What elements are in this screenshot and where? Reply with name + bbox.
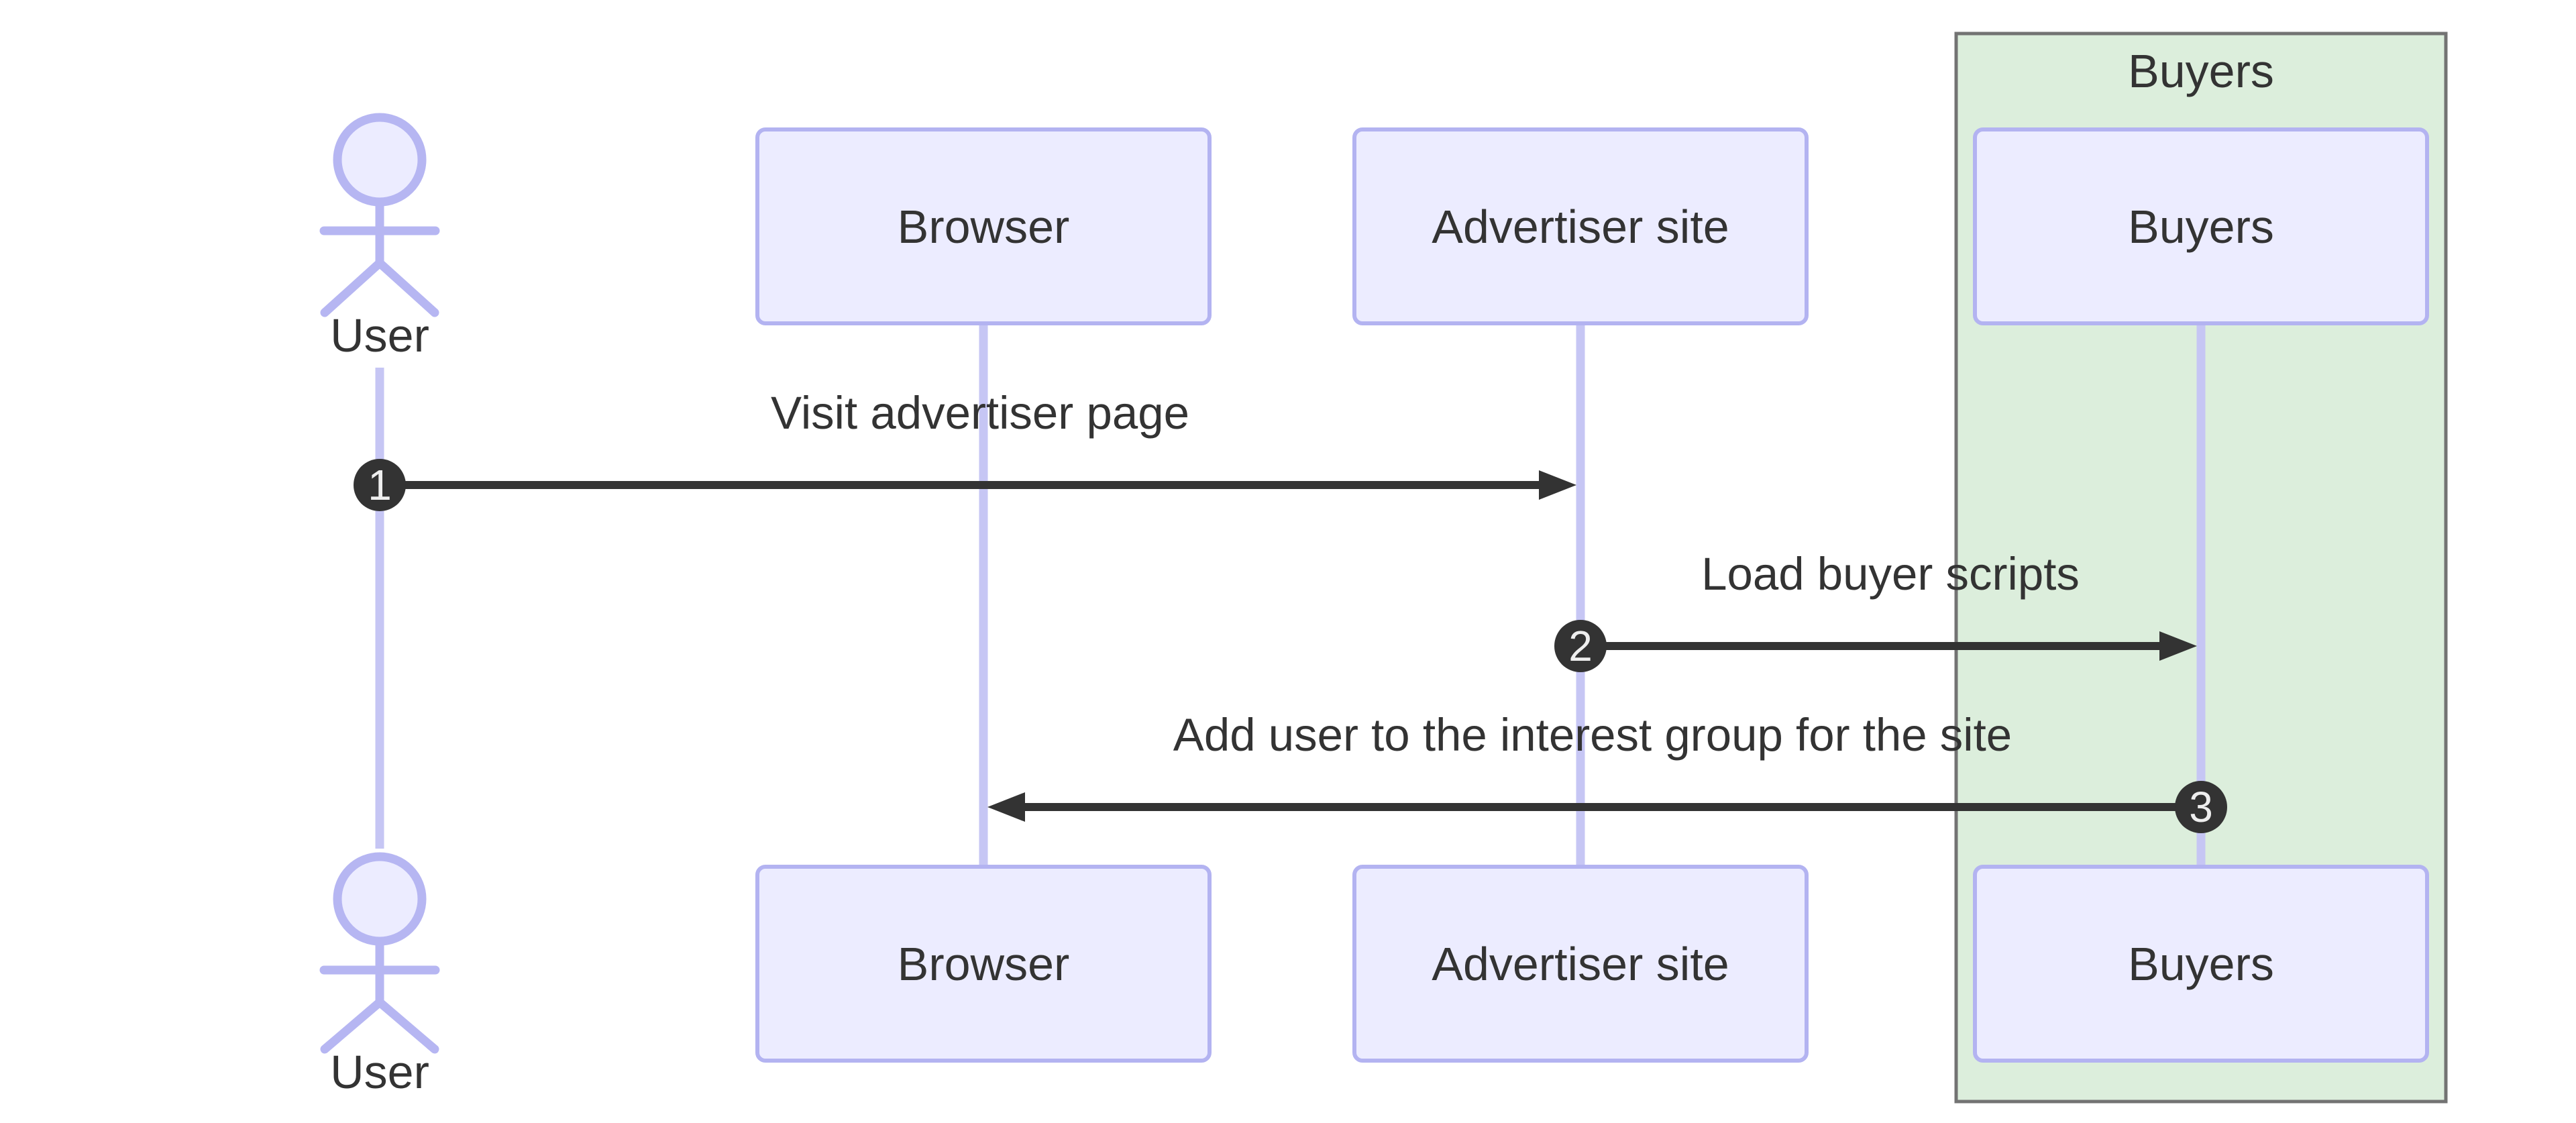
message-3-number-badge: [2175, 781, 2227, 833]
participant-advertiser-box-top: [1352, 127, 1809, 325]
message-3-number: 3: [2189, 783, 2213, 831]
participant-browser-box-bottom: [755, 865, 1212, 1063]
group-buyers-title: Buyers: [2128, 45, 2274, 97]
actor-leg-right: [375, 998, 439, 1054]
actor-user-label-top: User: [330, 309, 429, 362]
actor-leg-left: [320, 998, 384, 1054]
participant-advertiser-box-bottom: [1352, 865, 1809, 1063]
message-2-arrowhead-icon: [2159, 631, 2197, 661]
participant-buyers-box-bottom: [1973, 865, 2429, 1063]
message-1-label: Visit advertiser page: [771, 387, 1189, 439]
participant-browser-box-top: [755, 127, 1212, 325]
participant-browser-label-bottom: Browser: [898, 938, 1070, 990]
user-actor-icon-bottom: [319, 852, 440, 1054]
actor-head: [333, 113, 427, 207]
participant-advertiser-label-top: Advertiser site: [1432, 201, 1729, 253]
actor-leg-right: [375, 258, 439, 317]
participant-advertiser-label-bottom: Advertiser site: [1432, 938, 1729, 990]
actor-user-label-bottom: User: [330, 1046, 429, 1098]
user-actor-icon-top: [319, 113, 440, 317]
message-1-number-badge: [354, 459, 406, 511]
message-2-number: 2: [1568, 622, 1593, 670]
participant-buyers-label-top: Buyers: [2128, 201, 2274, 253]
participant-browser-label-top: Browser: [898, 201, 1070, 253]
message-2-number-badge: [1554, 620, 1607, 672]
actor-leg-left: [320, 258, 384, 317]
message-1-number: 1: [368, 461, 392, 509]
message-2-label: Load buyer scripts: [1701, 548, 2080, 600]
message-1-arrowhead-icon: [1539, 470, 1576, 500]
message-3-label: Add user to the interest group for the s…: [1173, 709, 2012, 761]
message-3-arrowhead-icon: [987, 792, 1025, 822]
participant-buyers-label-bottom: Buyers: [2128, 938, 2274, 990]
participant-buyers-box-top: [1973, 127, 2429, 325]
actor-head: [333, 852, 427, 946]
